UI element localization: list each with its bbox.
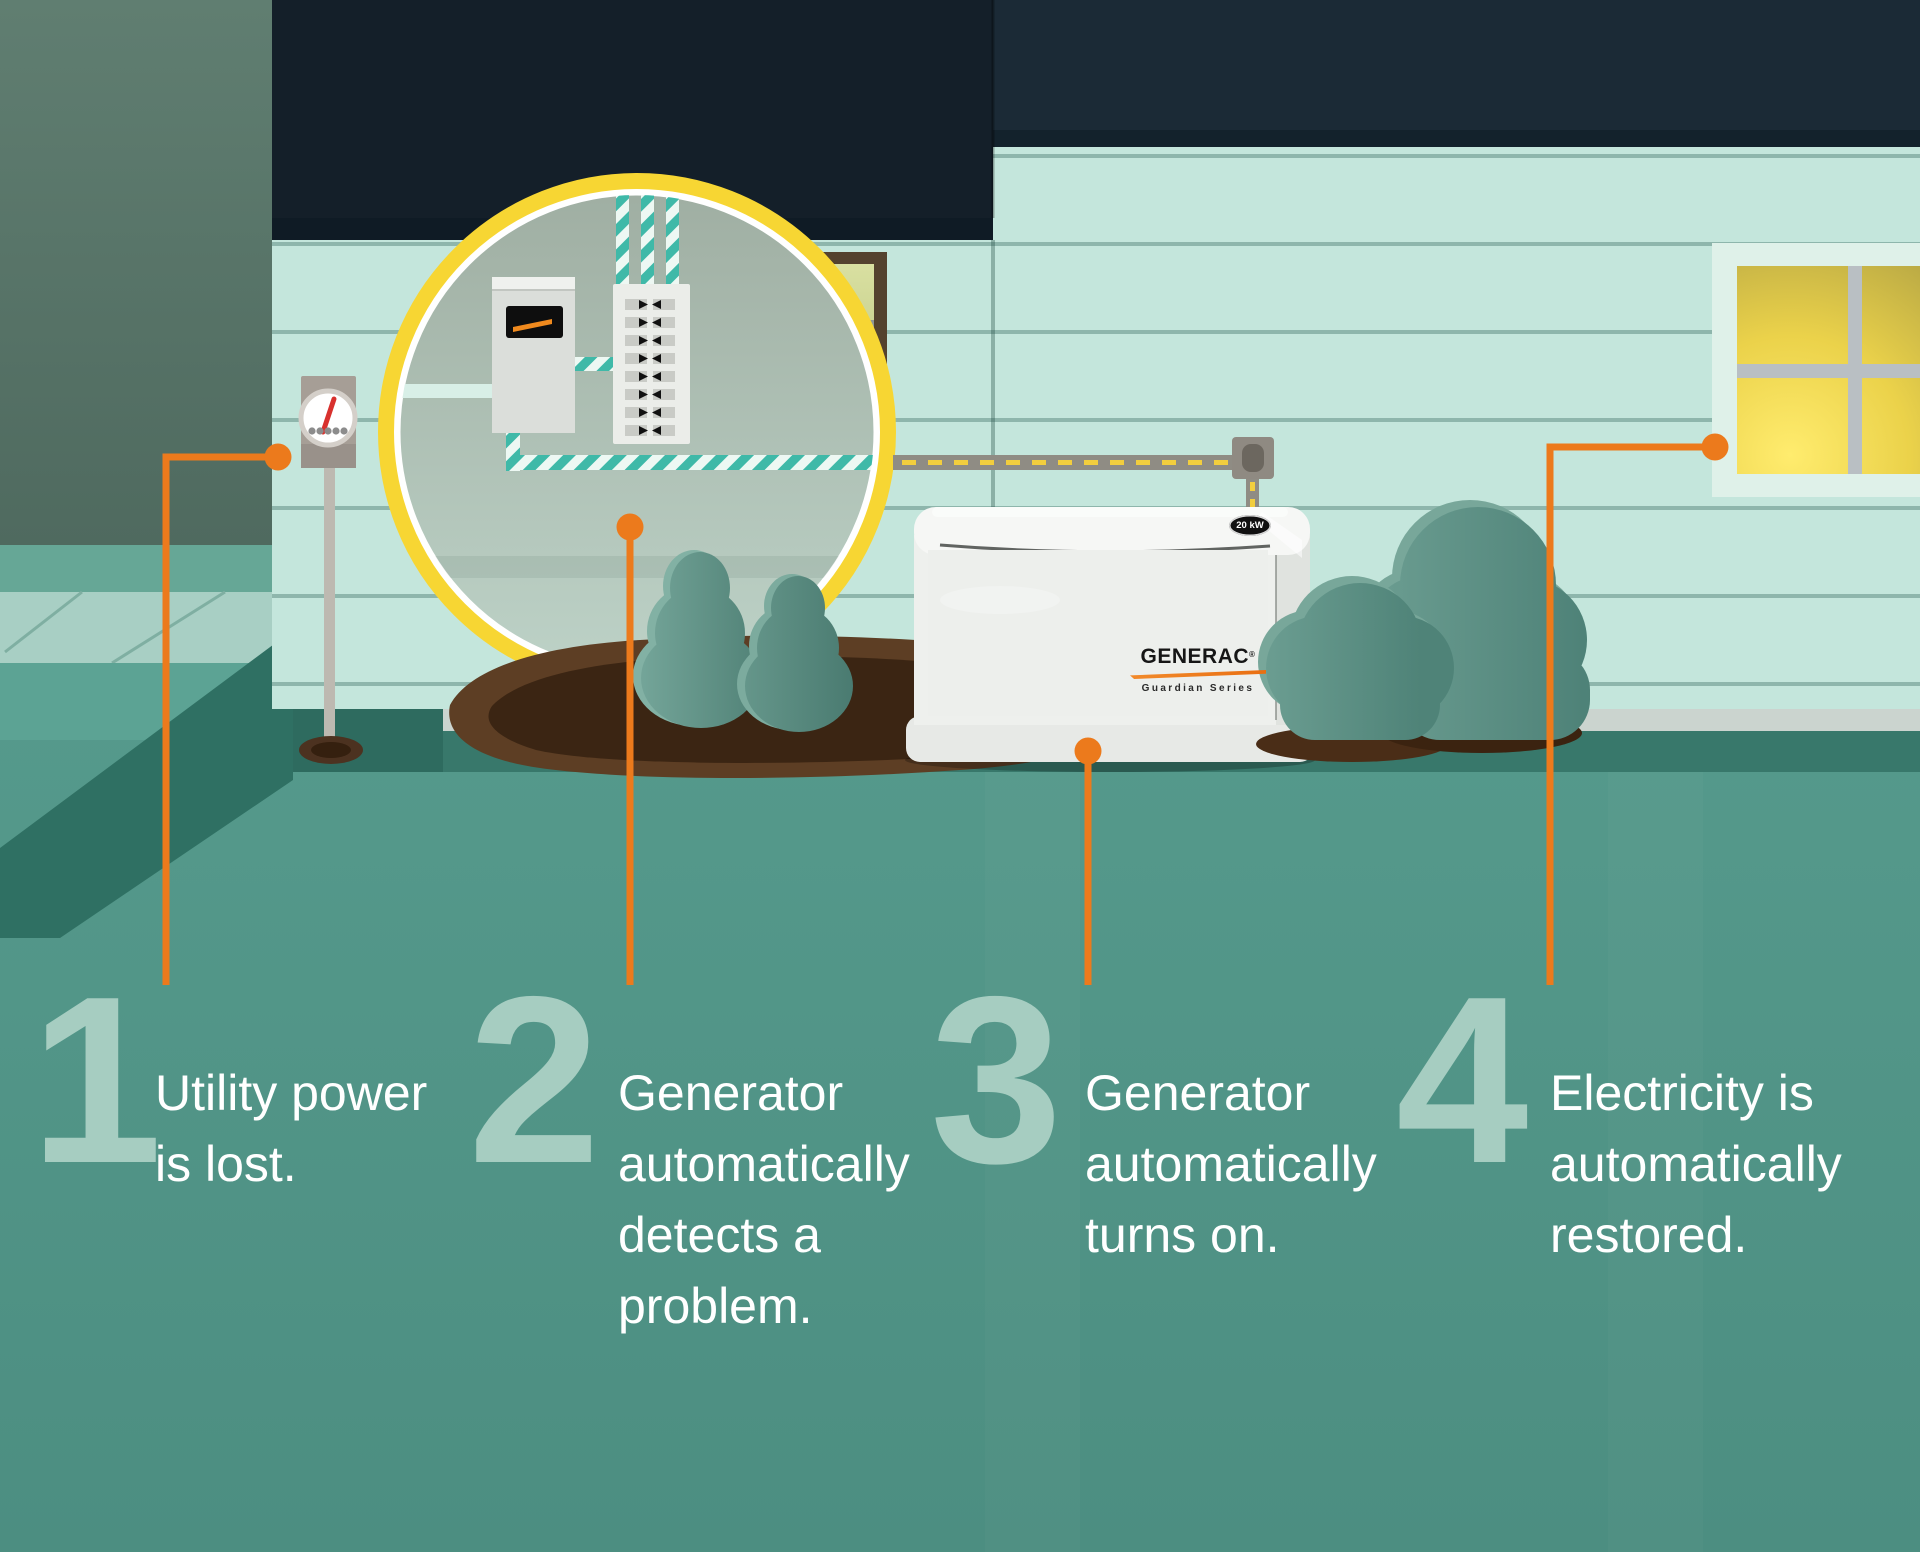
generator [905, 507, 1315, 772]
step-caption-1: Utility power is lost. [155, 1065, 428, 1192]
callout-dot-4 [1701, 433, 1729, 461]
switch-panel-cable [575, 357, 615, 371]
generac-logo: GENERAC® Guardian Series [1128, 646, 1268, 694]
left-wall [0, 0, 291, 545]
bush-cone-right [737, 574, 853, 732]
bush-cones [633, 550, 853, 732]
generac-wordmark: GENERAC® [1128, 646, 1268, 667]
callout-dot-2 [616, 513, 644, 541]
meter-registers [308, 427, 348, 435]
step-number-3: 3 [930, 948, 1063, 1213]
step-number-2: 2 [468, 948, 601, 1213]
window-muntin-horizontal [1737, 364, 1920, 378]
breaker-panel [613, 284, 690, 444]
callout-line-4 [1546, 443, 1715, 985]
generator-door [928, 550, 1268, 716]
generator-lid [914, 507, 1310, 555]
service-cables [616, 195, 679, 290]
lit-window [1712, 243, 1920, 497]
interior-cable [506, 433, 874, 471]
generator-base [906, 716, 1314, 762]
meter-feed-cable [400, 384, 494, 398]
walkway-shadow [0, 630, 293, 938]
step-caption-3: Generator automatically turns on. [1085, 1065, 1377, 1263]
exterior-cable [893, 437, 1274, 512]
breakers [625, 299, 675, 436]
roof-right [993, 0, 1920, 130]
registered-mark: ® [1249, 650, 1256, 659]
step-number-1: 1 [30, 948, 163, 1213]
switch-needle [513, 319, 552, 332]
callout-line-1 [162, 453, 278, 985]
transfer-switch [492, 277, 575, 433]
meter-needle [320, 396, 337, 435]
step-number-4: 4 [1396, 948, 1529, 1213]
magnifier-contents [400, 195, 874, 578]
callouts [162, 433, 1729, 985]
guardian-series-label: Guardian Series [1141, 683, 1255, 694]
step-caption-4: Electricity is automatically restored. [1550, 1065, 1842, 1263]
switch-display [506, 306, 563, 338]
callout-dot-3 [1074, 737, 1102, 765]
utility-meter [298, 376, 363, 764]
logo-swoosh [1130, 670, 1266, 679]
bush-cloud-front [1258, 576, 1454, 740]
callout-dot-1 [264, 443, 292, 471]
meter-pole [324, 462, 335, 750]
kw-badge: 20 kW [1229, 515, 1271, 536]
bush-cone-left [633, 550, 761, 728]
brand-name-text: GENERAC [1140, 645, 1250, 668]
step-caption-2: Generator automatically detects a proble… [618, 1065, 910, 1334]
